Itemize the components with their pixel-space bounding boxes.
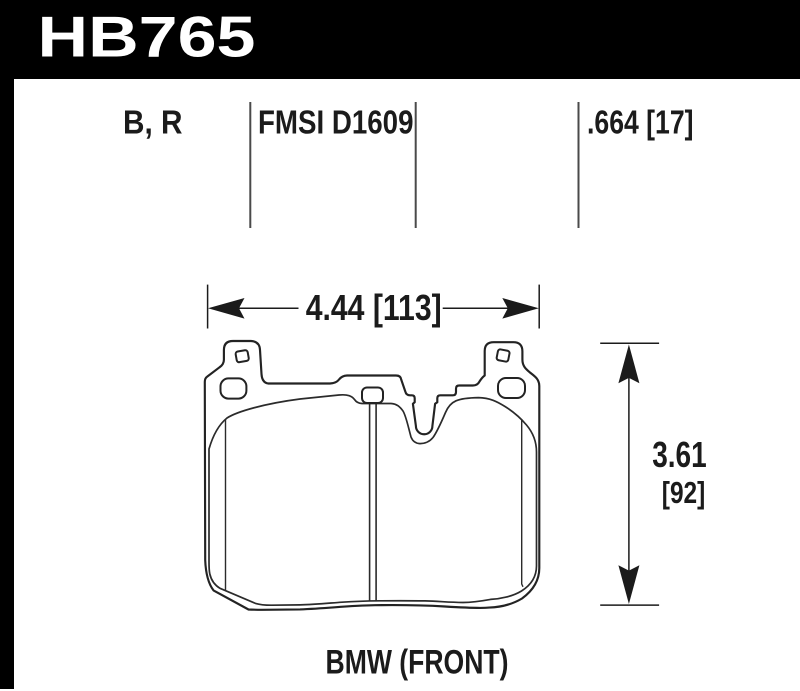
svg-text:4.44 [113]: 4.44 [113] xyxy=(306,287,442,328)
svg-text:B, R: B, R xyxy=(123,105,183,142)
svg-text:3.61: 3.61 xyxy=(652,434,707,475)
svg-text:.664 [17]: .664 [17] xyxy=(587,105,694,142)
svg-text:BMW (FRONT): BMW (FRONT) xyxy=(326,644,509,682)
svg-text:FMSI D1609: FMSI D1609 xyxy=(258,105,414,142)
svg-text:HB765: HB765 xyxy=(38,6,256,70)
svg-text:[92]: [92] xyxy=(662,475,706,510)
